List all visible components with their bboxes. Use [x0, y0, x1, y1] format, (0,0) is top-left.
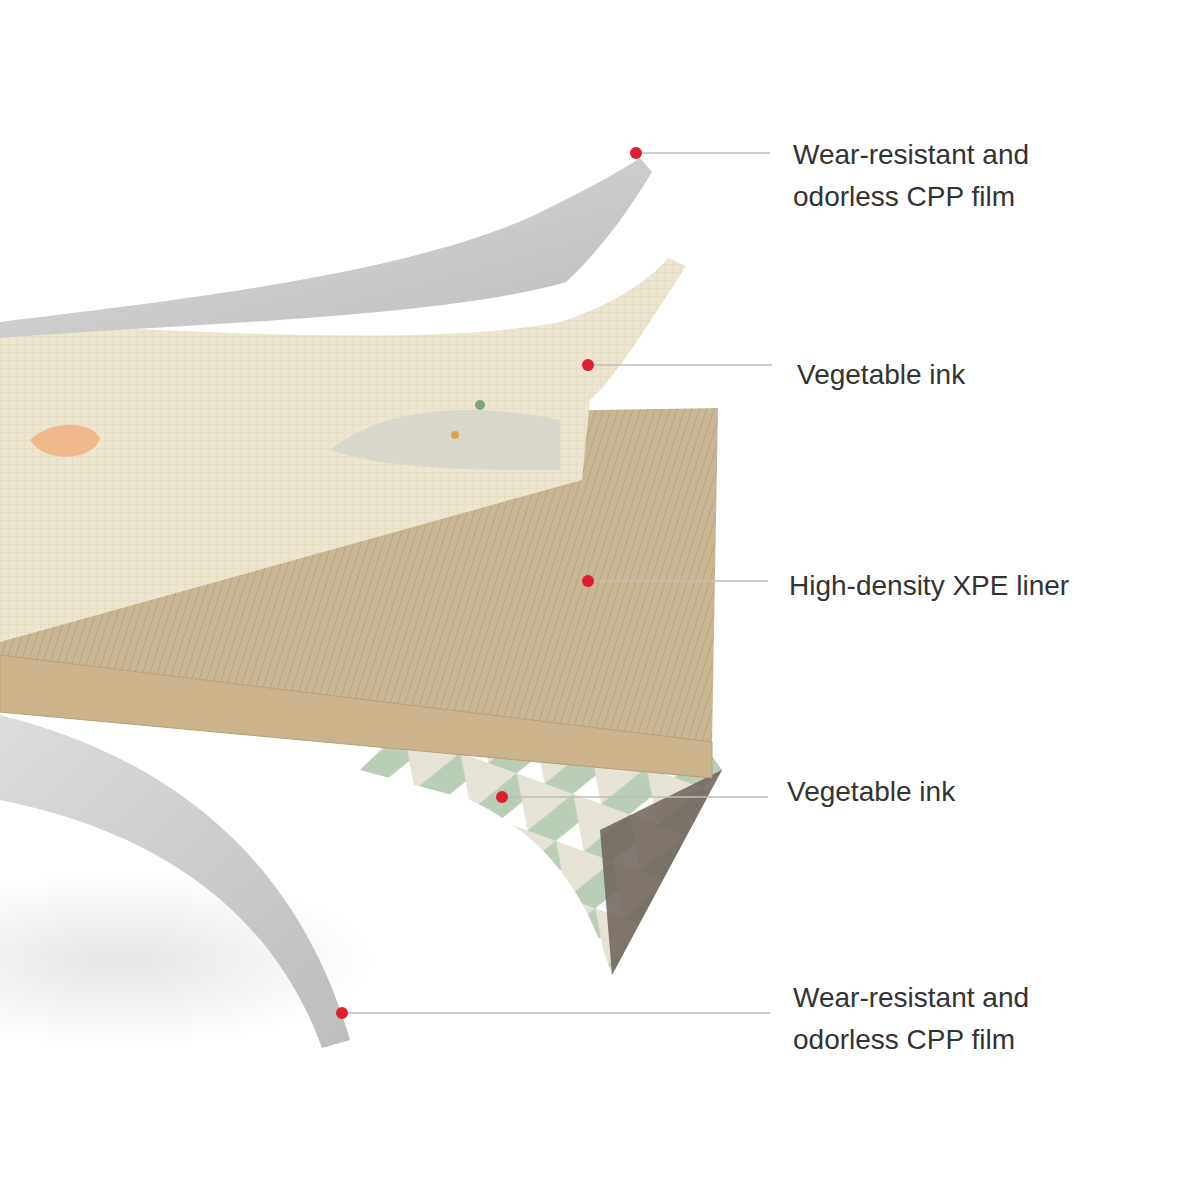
leader-line: [502, 796, 768, 798]
print-motif: [475, 400, 485, 410]
layer-label: Wear-resistant and odorless CPP film: [793, 134, 1093, 218]
callout-dot: [496, 791, 508, 803]
callout-dot: [336, 1007, 348, 1019]
xpe-front: [0, 655, 712, 778]
callout-dot: [582, 575, 594, 587]
bottom-print-shade: [600, 770, 722, 975]
layer-label: High-density XPE liner: [789, 565, 1189, 607]
layer-label: Vegetable ink: [787, 771, 1167, 813]
top-film: [0, 158, 652, 338]
callout-dot: [630, 147, 642, 159]
layer-label: Vegetable ink: [797, 354, 1177, 396]
print-motif: [330, 410, 560, 470]
leader-line: [588, 364, 772, 366]
callout-dots: [336, 147, 642, 1019]
callout-dot: [582, 359, 594, 371]
bottom-film: [0, 715, 350, 1048]
print-motif: [30, 425, 100, 457]
layer-label: Wear-resistant and odorless CPP film: [793, 977, 1093, 1061]
leader-line: [342, 1012, 770, 1014]
leader-lines: [342, 153, 772, 1013]
leader-line: [588, 580, 768, 582]
leader-line: [636, 152, 770, 154]
print-motif: [451, 431, 459, 439]
